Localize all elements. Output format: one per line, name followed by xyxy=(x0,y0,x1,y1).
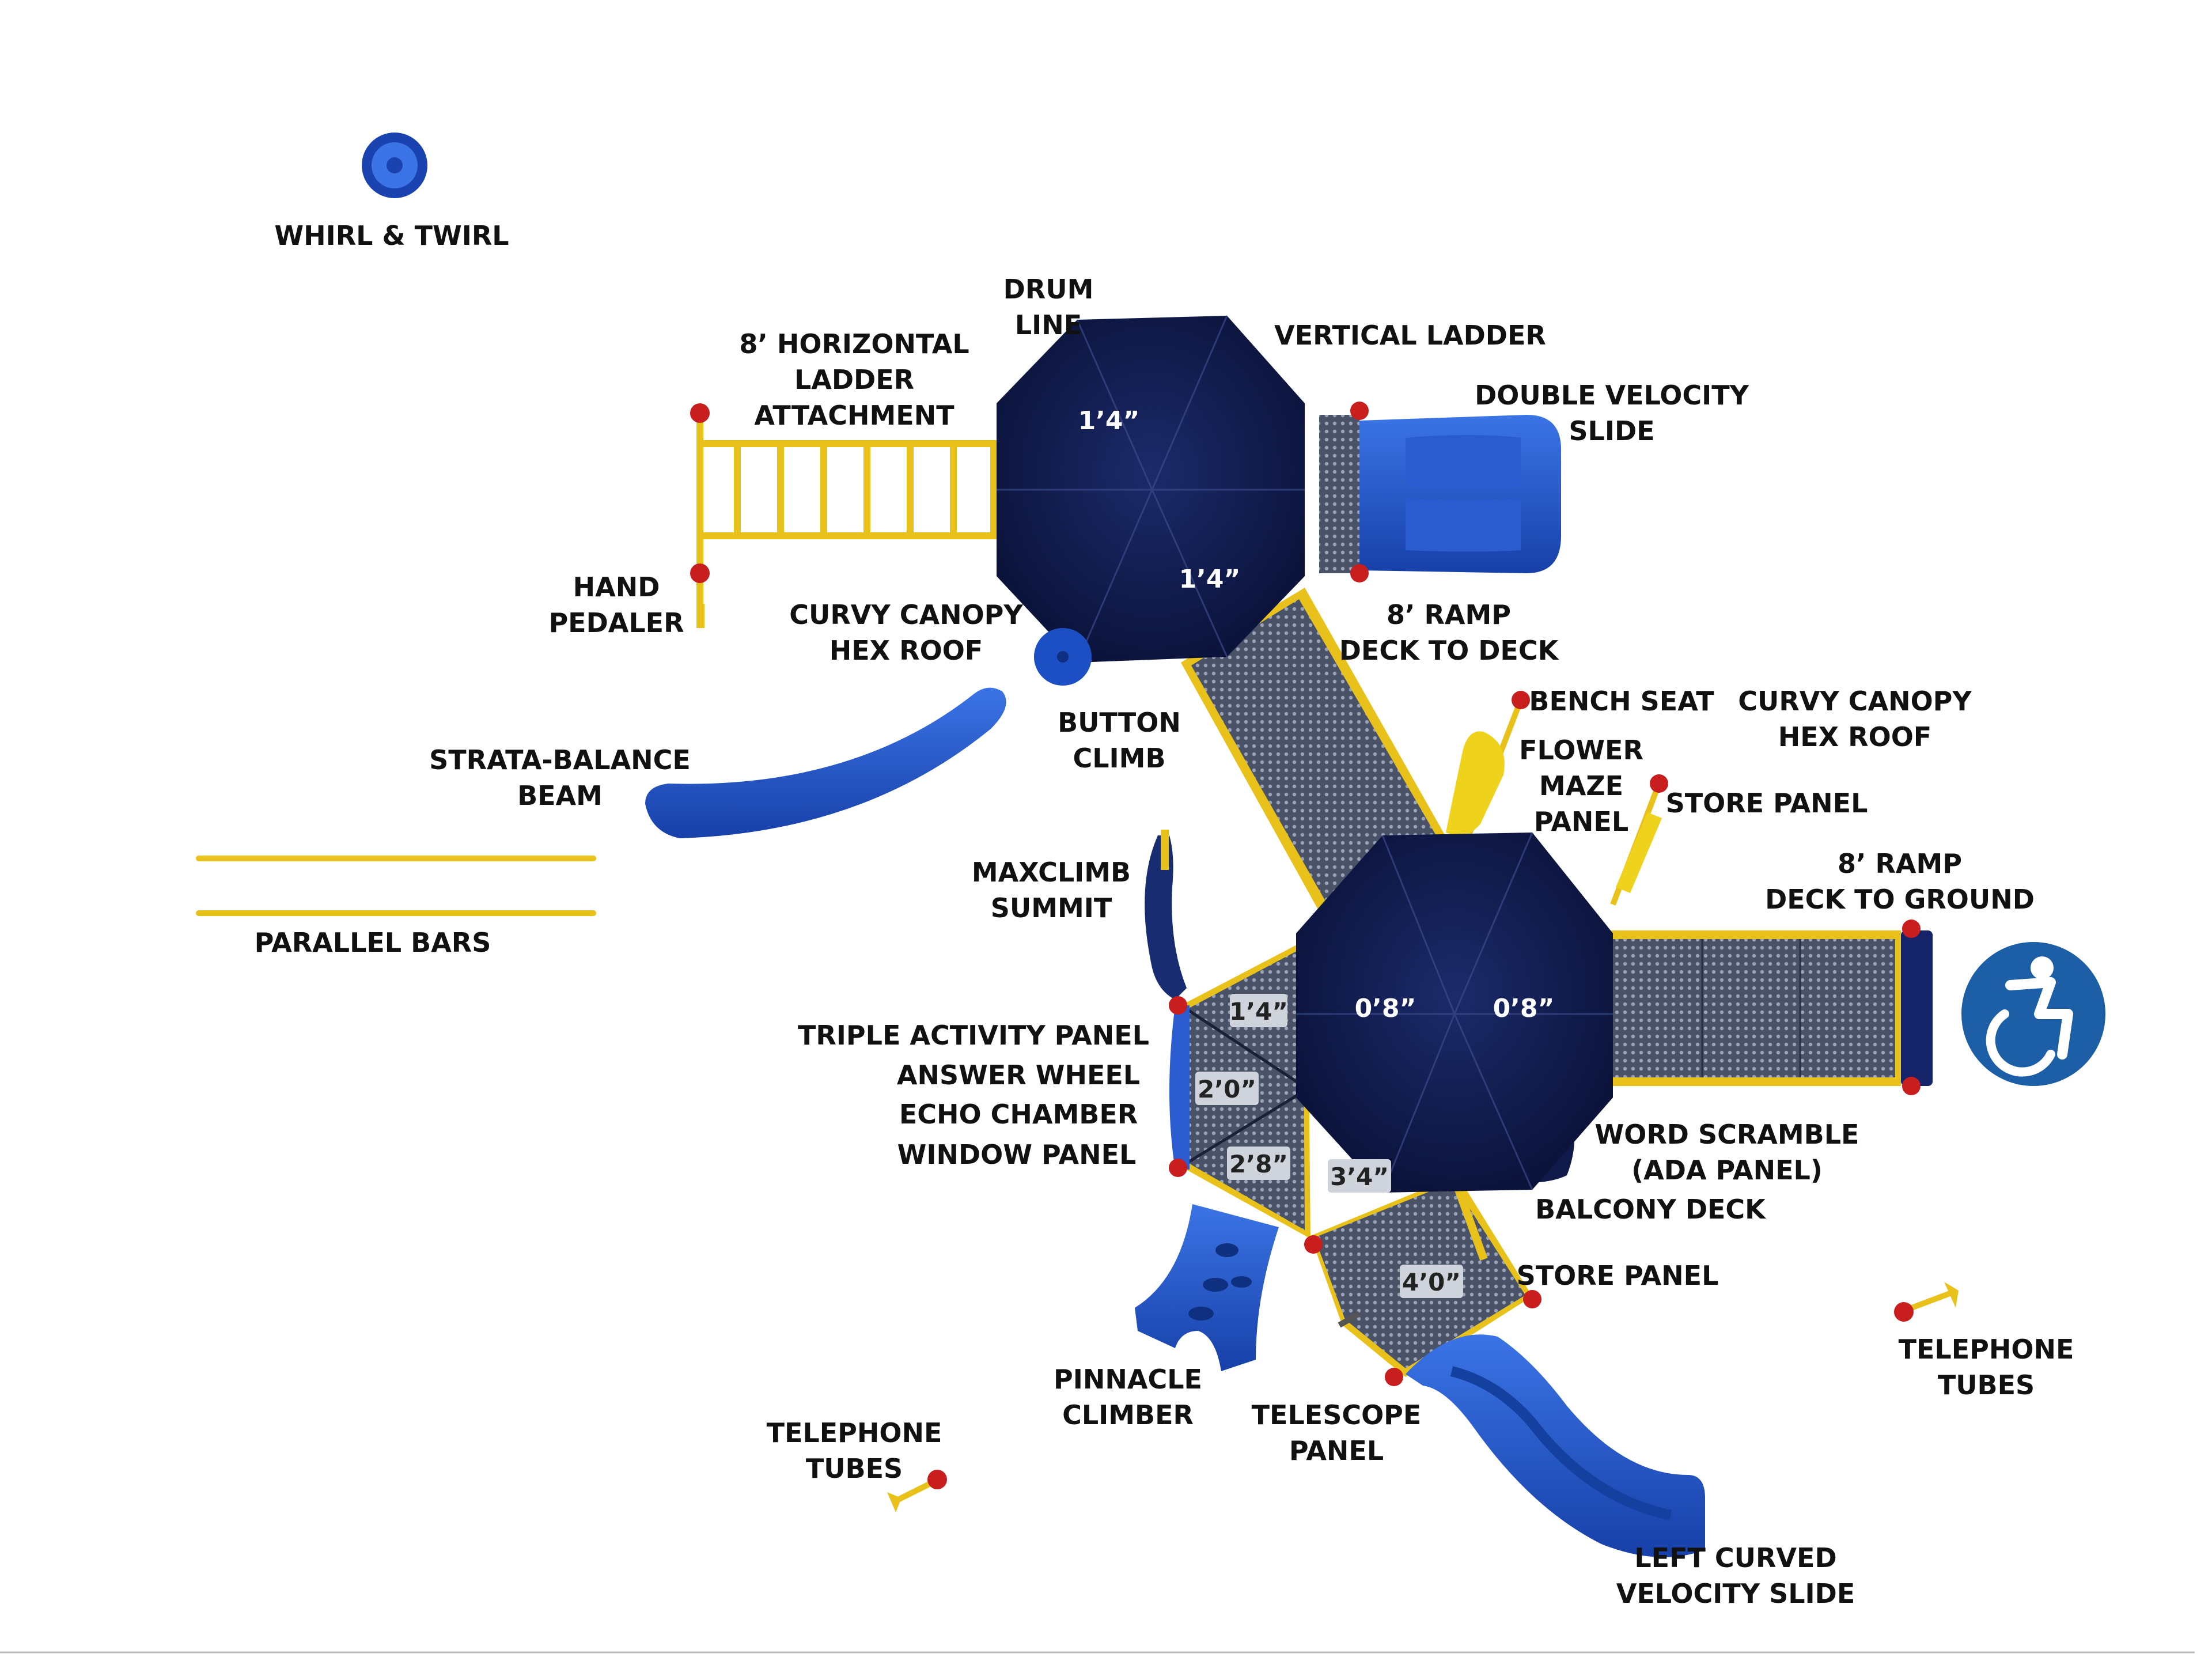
double-velocity-slide xyxy=(1359,415,1561,573)
height-deck-c: 2’8” xyxy=(1229,1150,1288,1178)
label-left-curved-velocity-slide-2: VELOCITY SLIDE xyxy=(1616,1578,1855,1609)
height-deck-b: 2’0” xyxy=(1198,1075,1256,1103)
label-drum-line-2: LINE xyxy=(1015,309,1082,340)
label-vertical-ladder: VERTICAL LADDER xyxy=(1274,320,1546,351)
height-main-roof-left: 0’8” xyxy=(1355,994,1416,1023)
label-horizontal-ladder-3: ATTACHMENT xyxy=(754,400,955,431)
label-horizontal-ladder-2: LADDER xyxy=(794,364,914,395)
telephone-tubes-left xyxy=(887,1470,947,1512)
label-bench-seat: BENCH SEAT xyxy=(1529,686,1714,717)
label-ramp-deck-to-deck-2: DECK TO DECK xyxy=(1339,635,1560,666)
label-hand-pedaler-2: PEDALER xyxy=(548,607,684,638)
ramp-deck-to-ground xyxy=(1607,930,1933,1086)
label-drum-line-1: DRUM xyxy=(1003,274,1094,305)
maxclimb-summit xyxy=(1145,830,1187,1000)
label-parallel-bars: PARALLEL BARS xyxy=(255,927,491,958)
label-double-velocity-slide-1: DOUBLE VELOCITY xyxy=(1475,380,1749,411)
telephone-tubes-right xyxy=(1894,1282,1959,1322)
deck-height-badges xyxy=(1195,994,1463,1298)
label-strata-balance-beam-1: STRATA-BALANCE xyxy=(429,744,691,775)
wheelchair-accessibility-icon xyxy=(1961,942,2105,1086)
button-climb xyxy=(1034,628,1092,686)
label-ramp-deck-to-deck-1: 8’ RAMP xyxy=(1387,599,1511,630)
pinnacle-climber xyxy=(1135,1204,1279,1371)
bolt xyxy=(1902,1077,1921,1095)
store-panel-bottom xyxy=(1452,1182,1488,1261)
bolt xyxy=(1902,920,1921,938)
label-store-panel-bottom: STORE PANEL xyxy=(1517,1260,1719,1291)
label-strata-balance-beam-2: BEAM xyxy=(517,780,603,811)
label-word-scramble-1: WORD SCRAMBLE xyxy=(1595,1119,1859,1150)
label-curvy-canopy-right-1: CURVY CANOPY xyxy=(1738,686,1972,717)
strata-balance-beam xyxy=(645,687,1006,838)
label-flower-maze-panel-1: FLOWER xyxy=(1519,735,1643,766)
label-telephone-tubes-right-2: TUBES xyxy=(1938,1369,2035,1401)
horizontal-ladder xyxy=(696,415,1002,628)
label-flower-maze-panel-2: MAZE xyxy=(1539,770,1623,801)
label-telephone-tubes-left-1: TELEPHONE xyxy=(767,1417,942,1448)
label-hand-pedaler-1: HAND xyxy=(573,572,660,603)
whirl-and-twirl xyxy=(362,133,427,198)
label-store-panel-top: STORE PANEL xyxy=(1666,788,1868,819)
curvy-canopy-hex-roof-right xyxy=(1296,832,1613,1193)
label-ramp-deck-to-ground-2: DECK TO GROUND xyxy=(1765,884,2035,915)
bench-seat xyxy=(1446,691,1530,851)
label-answer-wheel: ANSWER WHEEL xyxy=(897,1060,1140,1091)
flower-maze-panel xyxy=(1610,774,1668,906)
height-deck-e: 4’0” xyxy=(1402,1268,1461,1296)
height-deck-d: 3’4” xyxy=(1330,1163,1389,1191)
label-left-curved-velocity-slide-1: LEFT CURVED xyxy=(1634,1542,1836,1573)
label-word-scramble-2: (ADA PANEL) xyxy=(1631,1155,1823,1186)
label-telescope-panel-1: TELESCOPE xyxy=(1252,1399,1422,1431)
label-button-climb-1: BUTTON xyxy=(1058,707,1181,738)
label-echo-chamber: ECHO CHAMBER xyxy=(899,1099,1138,1130)
label-telephone-tubes-right-1: TELEPHONE xyxy=(1899,1334,2074,1365)
label-button-climb-2: CLIMB xyxy=(1073,743,1165,774)
vertical-ladder xyxy=(1319,415,1359,573)
label-double-velocity-slide-2: SLIDE xyxy=(1569,415,1654,447)
label-curvy-canopy-right-2: HEX ROOF xyxy=(1778,721,1931,752)
label-maxclimb-summit-1: MAXCLIMB xyxy=(972,857,1131,888)
label-maxclimb-summit-2: SUMMIT xyxy=(991,892,1112,924)
label-pinnacle-climber-2: CLIMBER xyxy=(1062,1399,1194,1431)
telescope-panel xyxy=(1338,1311,1361,1328)
height-top-roof-upper: 1’4” xyxy=(1078,406,1140,436)
label-balcony-deck: BALCONY DECK xyxy=(1535,1194,1767,1225)
label-flower-maze-panel-3: PANEL xyxy=(1534,806,1628,837)
bolt xyxy=(1350,402,1369,420)
parallel-bars xyxy=(196,856,596,916)
height-deck-a: 1’4” xyxy=(1229,997,1288,1026)
label-triple-activity-panel: TRIPLE ACTIVITY PANEL xyxy=(798,1020,1149,1051)
bolt xyxy=(690,563,710,583)
curvy-canopy-hex-roof-top xyxy=(997,315,1305,663)
label-horizontal-ladder-1: 8’ HORIZONTAL xyxy=(739,328,969,360)
label-curvy-canopy-top-1: CURVY CANOPY xyxy=(789,599,1023,630)
label-ramp-deck-to-ground-1: 8’ RAMP xyxy=(1838,848,1962,879)
left-curved-velocity-slide xyxy=(1406,1334,1705,1557)
height-top-roof-lower: 1’4” xyxy=(1179,565,1241,594)
label-telescope-panel-2: PANEL xyxy=(1289,1435,1384,1466)
bolts xyxy=(1169,996,1541,1386)
label-whirl-and-twirl: WHIRL & TWIRL xyxy=(274,220,509,251)
label-pinnacle-climber-1: PINNACLE xyxy=(1054,1364,1202,1395)
label-window-panel: WINDOW PANEL xyxy=(897,1139,1137,1170)
label-telephone-tubes-left-2: TUBES xyxy=(806,1453,903,1484)
height-main-roof-right: 0’8” xyxy=(1493,994,1555,1023)
bolt xyxy=(690,403,710,423)
triple-activity-panel xyxy=(1169,1005,1190,1170)
bolt xyxy=(1350,564,1369,582)
label-curvy-canopy-top-2: HEX ROOF xyxy=(830,635,983,666)
